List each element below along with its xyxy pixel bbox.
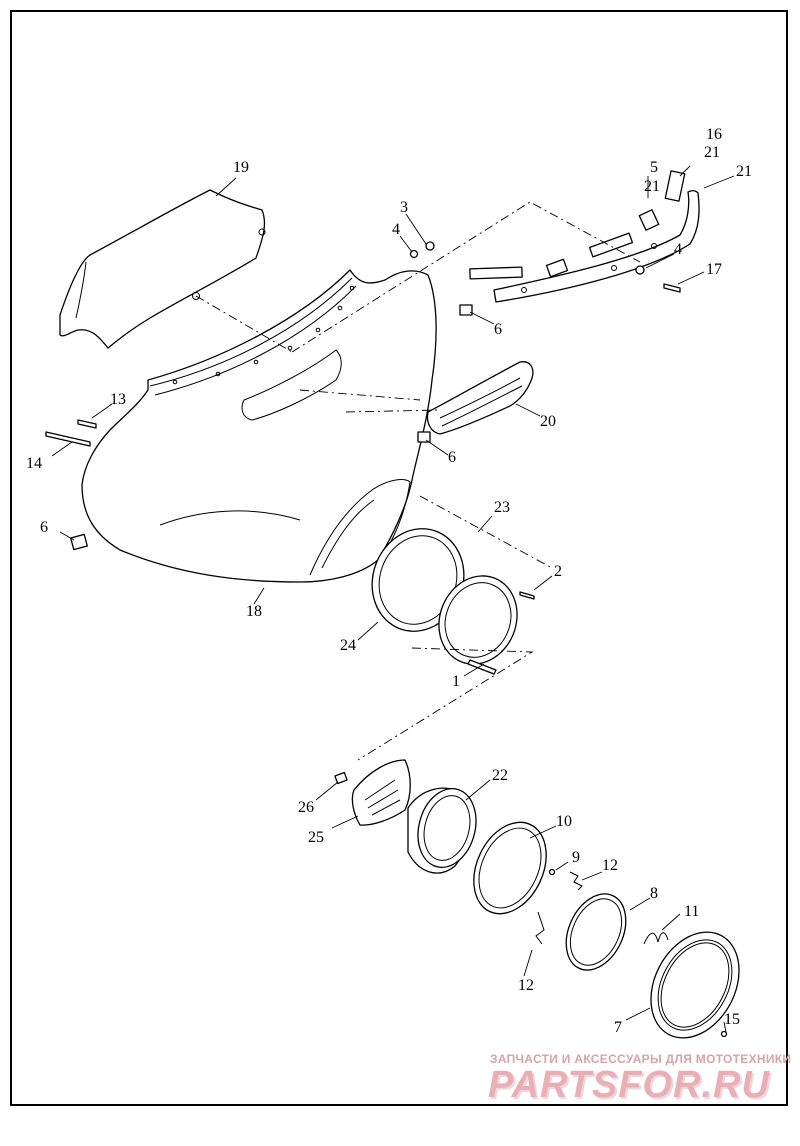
callout-10: 10 xyxy=(556,813,572,830)
callout-20: 20 xyxy=(540,413,556,430)
callout-12-top: 12 xyxy=(602,857,618,874)
assembly-dashed-lines xyxy=(195,201,641,761)
callout-21-mid: 21 xyxy=(644,178,660,195)
callout-4-right: 4 xyxy=(674,241,682,258)
callout-6-top: 6 xyxy=(494,321,502,338)
callout-25: 25 xyxy=(308,829,324,846)
windshield-part xyxy=(59,189,266,349)
callout-13: 13 xyxy=(110,391,126,408)
diagram-border xyxy=(10,10,788,1106)
callout-3: 3 xyxy=(400,199,408,216)
trim-strip-part xyxy=(469,170,700,303)
trim-ring-part xyxy=(650,931,740,1039)
callout-8: 8 xyxy=(650,885,658,902)
callout-22: 22 xyxy=(492,767,508,784)
retaining-ring-part xyxy=(473,821,547,915)
callout-21-top: 21 xyxy=(704,144,720,161)
headlamp-part xyxy=(407,787,477,874)
vent-part xyxy=(426,361,534,435)
callout-labels: 19 3 4 5 16 21 21 21 4 17 6 13 20 14 6 2… xyxy=(26,126,752,1036)
callout-1: 1 xyxy=(452,673,460,690)
rear-bracket-part xyxy=(334,759,411,826)
callout-26: 26 xyxy=(298,799,314,816)
callout-19: 19 xyxy=(233,159,249,176)
callout-15: 15 xyxy=(724,1011,740,1028)
callout-17: 17 xyxy=(706,261,722,278)
watermark-logo: PARTSFOR.RU xyxy=(488,1064,770,1106)
springs-and-screws xyxy=(535,868,728,1038)
callout-2: 2 xyxy=(554,563,562,580)
callout-6-left: 6 xyxy=(40,519,48,536)
gasket-ring-part xyxy=(565,893,627,971)
watermark-tagline: ЗАПЧАСТИ И АКСЕССУАРЫ ДЛЯ МОТОТЕХНИКИ xyxy=(490,1052,792,1066)
callout-12-bottom: 12 xyxy=(518,977,534,994)
callout-23: 23 xyxy=(494,499,510,516)
callout-11: 11 xyxy=(684,903,699,920)
callout-24: 24 xyxy=(340,637,356,654)
leader-lines xyxy=(51,165,735,1033)
callout-6-mid: 6 xyxy=(448,449,456,466)
callout-5: 5 xyxy=(650,159,658,176)
callout-14: 14 xyxy=(26,455,42,472)
callout-4-left: 4 xyxy=(392,221,400,238)
bracket-ring-part xyxy=(438,575,535,675)
callout-16: 16 xyxy=(706,126,722,143)
callout-9: 9 xyxy=(572,849,580,866)
fairing-part xyxy=(81,269,437,583)
callout-18: 18 xyxy=(246,603,262,620)
callout-7: 7 xyxy=(614,1019,622,1036)
callout-21-right: 21 xyxy=(736,163,752,180)
hardware-clips xyxy=(45,241,681,551)
